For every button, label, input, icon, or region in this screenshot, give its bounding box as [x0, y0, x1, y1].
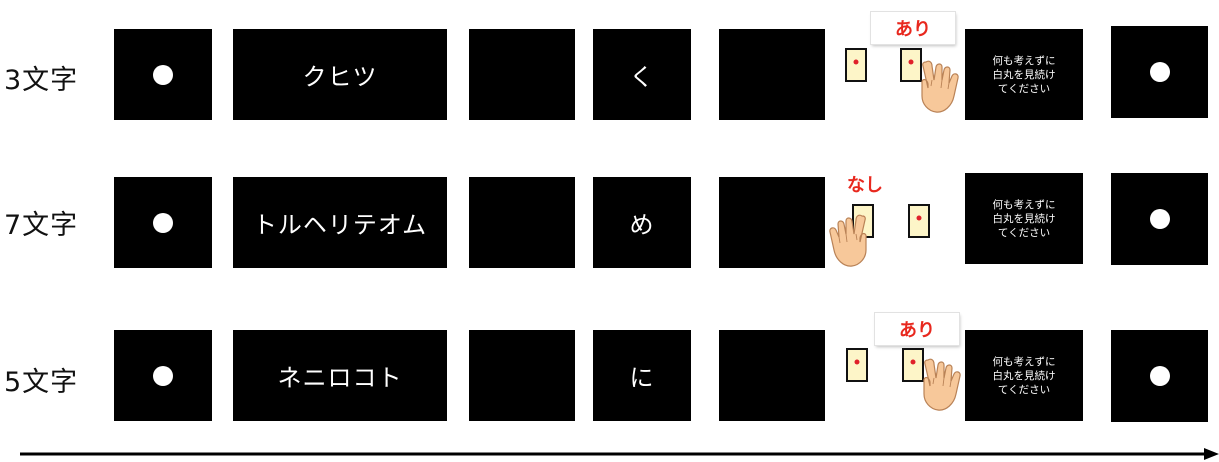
instruction-line-2: 白丸を見続け: [993, 369, 1056, 383]
row-label: 3文字: [4, 58, 78, 97]
blank-panel: [469, 177, 575, 268]
response-card-left: [846, 348, 868, 382]
time-arrow: [20, 446, 1219, 462]
response-card-right: [908, 204, 930, 238]
instruction-line-3: てください: [998, 226, 1050, 240]
fixation-panel: [114, 29, 212, 120]
word-panel: ネニロコト: [233, 330, 447, 421]
hand-pointer-icon: [826, 212, 870, 270]
instruction-line-3: てください: [998, 82, 1050, 96]
probe-text: め: [593, 177, 691, 268]
hand-pointer-icon: [918, 58, 962, 116]
fixation-dot: [1150, 209, 1170, 229]
response-label-yes: あり: [871, 12, 955, 44]
probe-panel: く: [593, 29, 691, 120]
fixation-panel-end: [1111, 330, 1208, 422]
instruction-line-3: てください: [998, 383, 1050, 397]
probe-panel: め: [593, 177, 691, 268]
blank-panel: [469, 330, 575, 421]
probe-text: く: [593, 29, 691, 120]
fixation-panel: [114, 177, 212, 268]
instruction-panel: 何も考えずに 白丸を見続け てください: [965, 330, 1083, 421]
instruction-line-1: 何も考えずに: [993, 54, 1056, 68]
word-text: トルヘリテオム: [233, 177, 447, 268]
fixation-dot: [153, 213, 173, 233]
instruction-line-1: 何も考えずに: [993, 198, 1056, 212]
fixation-panel: [114, 330, 212, 421]
hand-pointer-icon: [920, 356, 964, 414]
blank-panel: [719, 330, 825, 421]
probe-text: に: [593, 330, 691, 421]
word-text: クヒツ: [233, 29, 447, 120]
instruction-panel: 何も考えずに 白丸を見続け てください: [965, 173, 1083, 264]
row-label: 5文字: [4, 360, 78, 399]
response-card-left: [845, 48, 867, 82]
blank-panel: [719, 29, 825, 120]
fixation-dot: [153, 366, 173, 386]
blank-panel: [719, 177, 825, 268]
fixation-panel-end: [1111, 26, 1208, 118]
instruction-panel: 何も考えずに 白丸を見続け てください: [965, 29, 1083, 120]
fixation-dot: [153, 65, 173, 85]
blank-panel: [469, 29, 575, 120]
instruction-line-1: 何も考えずに: [993, 355, 1056, 369]
probe-panel: に: [593, 330, 691, 421]
word-text: ネニロコト: [233, 330, 447, 421]
response-label-no: なし: [840, 170, 890, 198]
instruction-line-2: 白丸を見続け: [993, 68, 1056, 82]
fixation-panel-end: [1111, 173, 1208, 265]
word-panel: クヒツ: [233, 29, 447, 120]
row-label: 7文字: [4, 203, 78, 242]
fixation-dot: [1150, 62, 1170, 82]
instruction-line-2: 白丸を見続け: [993, 212, 1056, 226]
word-panel: トルヘリテオム: [233, 177, 447, 268]
response-label-yes: あり: [875, 313, 959, 345]
fixation-dot: [1150, 366, 1170, 386]
